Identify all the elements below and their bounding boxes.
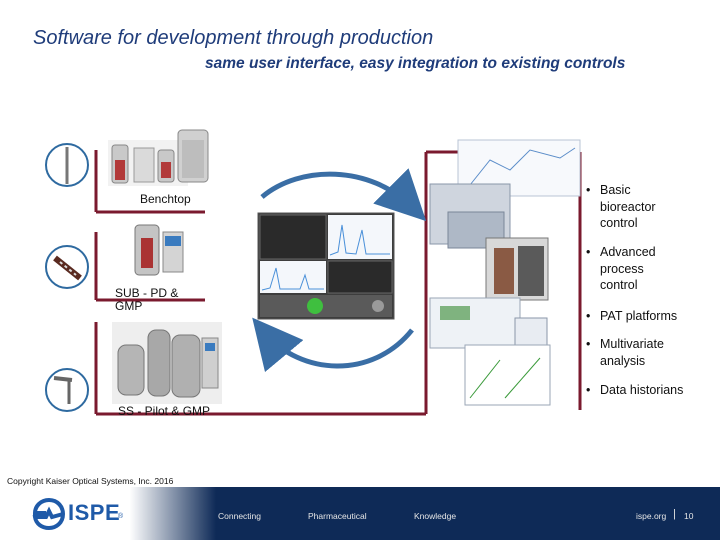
- slide-title: Software for development through product…: [33, 27, 434, 49]
- bullet-text: analysis: [600, 353, 646, 368]
- footer-item-knowledge: Knowledge: [414, 511, 457, 521]
- sub-label: SUB - PD & GMP: [115, 287, 178, 313]
- bullet-text: control: [600, 278, 638, 292]
- footer-background: [0, 487, 720, 540]
- page-number: 10: [684, 511, 694, 521]
- ispe-logo-text: ISPE: [68, 500, 121, 525]
- arrow-bottom-icon: [252, 317, 414, 373]
- bullet-dot-icon: •: [586, 309, 591, 323]
- benchtop-equipment-image: [108, 129, 209, 186]
- software-screenshot: [257, 212, 395, 320]
- bullet-text: bioreactor: [600, 199, 656, 214]
- footer-divider: |: [673, 508, 676, 520]
- ss-equipment-image: [112, 322, 222, 404]
- sub-equipment-image: [134, 224, 184, 276]
- bullet-dot-icon: •: [586, 383, 591, 397]
- slide-subtitle: same user interface, easy integration to…: [205, 55, 626, 72]
- bullet-text: Basic: [600, 183, 631, 197]
- bullet-text: control: [600, 216, 638, 230]
- benchtop-label: Benchtop: [140, 192, 191, 206]
- ss-label: SS - Pilot & GMP: [118, 404, 211, 418]
- sub-label-line2: GMP: [115, 299, 143, 313]
- bullet-text: PAT platforms: [600, 309, 678, 323]
- arrow-top-icon: [260, 168, 427, 222]
- probe-circle-top: [45, 143, 89, 187]
- footer-item-pharmaceutical: Pharmaceutical: [308, 511, 367, 521]
- left-bracket: [94, 150, 426, 416]
- footer-item-connecting: Connecting: [218, 511, 262, 521]
- logo-registered-mark: ®: [118, 513, 124, 520]
- bullet-text: Data historians: [600, 383, 684, 397]
- bullet-text: Multivariate: [600, 337, 664, 351]
- bullet-dot-icon: •: [586, 337, 591, 351]
- bullet-dot-icon: •: [586, 245, 591, 259]
- footer-bar: ISPE ® Connecting Pharmaceutical Knowled…: [0, 487, 720, 540]
- bullet-text: process: [600, 261, 644, 276]
- sub-label-line1: SUB - PD &: [115, 286, 179, 300]
- integration-screenshots: [429, 139, 581, 406]
- probe-circle-middle: [45, 245, 89, 289]
- bullet-dot-icon: •: [586, 183, 591, 197]
- copyright-notice: Copyright Kaiser Optical Systems, Inc. 2…: [7, 476, 174, 486]
- probe-circle-bottom: [45, 368, 89, 412]
- footer-url-link[interactable]: ispe.org: [636, 511, 667, 521]
- ispe-logo-icon: [32, 498, 66, 531]
- workflow-graphic: [45, 129, 582, 416]
- bullet-text: Advanced: [600, 245, 656, 259]
